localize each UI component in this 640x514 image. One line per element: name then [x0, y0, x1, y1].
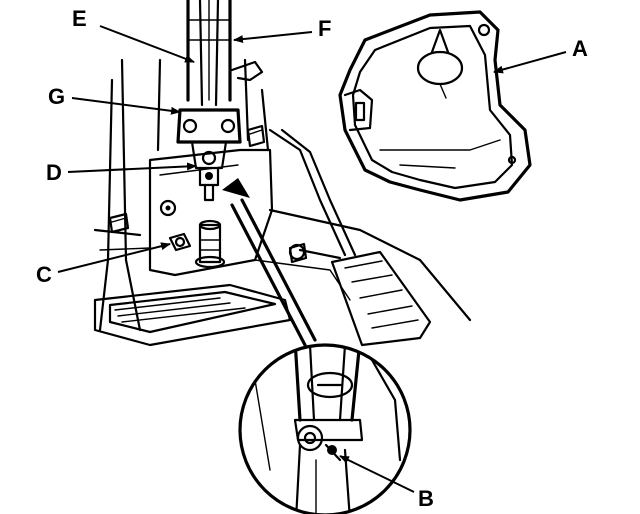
floor-mat — [93, 283, 292, 347]
callout-a: A — [572, 36, 588, 61]
callout-d: D — [46, 160, 62, 185]
dash-structure — [93, 58, 472, 332]
zoom-arrow — [222, 178, 317, 347]
accelerator-pedal — [268, 128, 432, 347]
inset-detail — [238, 343, 412, 514]
steering-column — [186, 0, 264, 107]
callout-f: F — [318, 16, 331, 41]
universal-joint — [176, 108, 242, 202]
callout-c: C — [36, 262, 52, 287]
fasteners — [108, 124, 308, 264]
callout-labels: E F G D C A B — [36, 6, 588, 511]
pinion-shaft — [194, 219, 226, 269]
callout-g: G — [48, 84, 65, 109]
callout-b: B — [418, 486, 434, 511]
leader-lines — [57, 25, 567, 493]
cover-a — [338, 10, 532, 202]
callout-e: E — [72, 6, 87, 31]
